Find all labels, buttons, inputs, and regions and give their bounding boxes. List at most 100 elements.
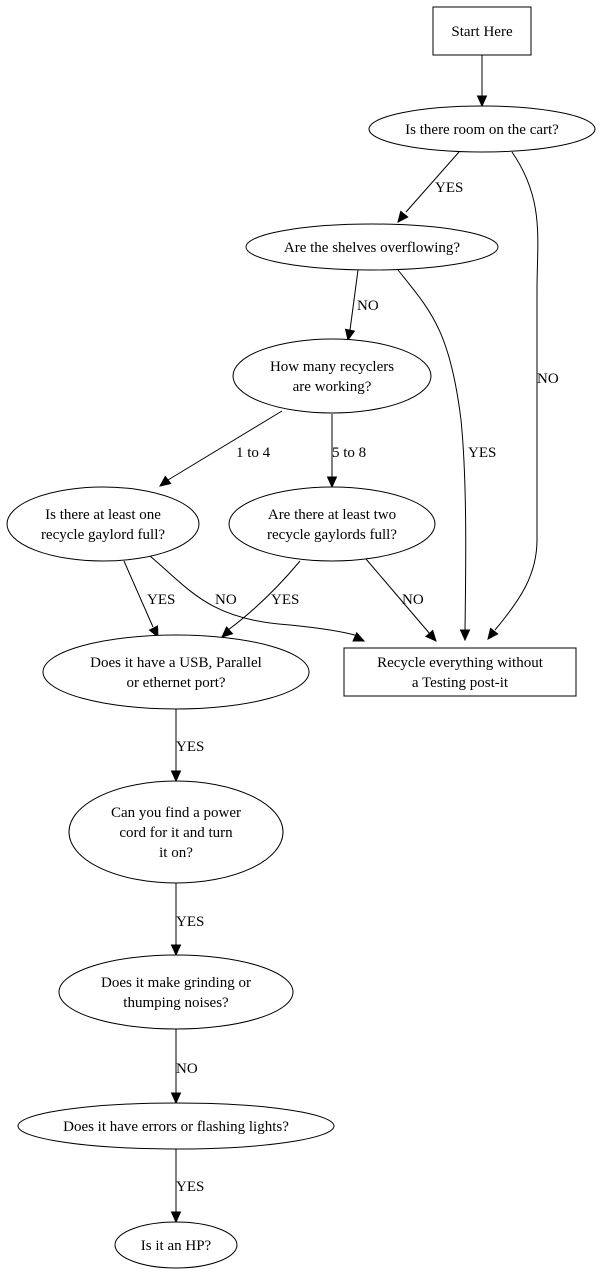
edge-line (349, 269, 359, 331)
edge-line (365, 558, 431, 635)
arrowhead-icon (476, 95, 488, 108)
ellipse-shape (232, 338, 432, 414)
ellipse-shape (6, 486, 200, 562)
edge-line (227, 560, 301, 631)
node-label: thumping noises? (123, 995, 229, 1011)
edge-label: YES (468, 445, 496, 461)
node-label: Recycle everything without (377, 655, 544, 671)
ellipse-shape (68, 780, 284, 884)
node-label: recycle gaylord full? (41, 527, 165, 543)
edge-label: YES (147, 592, 175, 608)
node-power-cord: Can you find a power cord for it and turn… (68, 780, 284, 884)
edge-label: YES (435, 180, 463, 196)
edge-label: NO (357, 298, 379, 314)
node-label: Does it have a USB, Parallel (90, 655, 262, 671)
arrowhead-icon (170, 1211, 182, 1224)
edge-label: NO (176, 1061, 198, 1077)
arrowhead-icon (159, 475, 172, 487)
ellipse-shape (42, 634, 310, 710)
edge-line (405, 151, 460, 213)
node-one-gaylord: Is there at least one recycle gaylord ful… (6, 486, 200, 562)
edge-label: NO (215, 592, 237, 608)
node-label: Start Here (451, 24, 513, 40)
edge-label: YES (176, 914, 204, 930)
arrowhead-icon (170, 1092, 182, 1105)
edge-errors-to-hp: YES (170, 1149, 204, 1224)
edge-label: NO (537, 371, 559, 387)
edge-room_cart-to-recycle_all: NO (487, 151, 559, 640)
arrowhead-icon (170, 770, 182, 783)
node-label: Is there room on the cart? (405, 122, 559, 138)
ellipse-shape (228, 486, 436, 562)
node-shelves: Are the shelves overflowing? (245, 223, 499, 271)
arrowhead-icon (425, 629, 437, 642)
node-noises: Does it make grinding or thumping noises? (58, 954, 294, 1030)
node-recyclers: How many recyclers are working? (232, 338, 432, 414)
edge-label: YES (176, 1179, 204, 1195)
edge-one_gaylord-to-ports: YES (123, 560, 175, 639)
ellipse-shape (58, 954, 294, 1030)
nodes-layer: Start Here Is there room on the cart? Are … (6, 6, 596, 1269)
arrowhead-icon (487, 627, 499, 640)
node-recycle-all: Recycle everything without a Testing post… (343, 647, 577, 697)
node-label: Can you find a power (111, 805, 241, 821)
edge-line (149, 555, 359, 637)
node-label: Does it make grinding or (101, 975, 251, 991)
edge-line (123, 560, 154, 628)
node-label: cord for it and turn (119, 825, 233, 841)
edges-layer: YES NO NO YES 1 to 4 5 to 8 YES NO YES NO YES YES NO… (123, 55, 559, 1224)
node-label: or ethernet port? (126, 675, 225, 691)
node-label: recycle gaylords full? (267, 527, 397, 543)
node-label: a Testing post-it (412, 675, 509, 691)
node-errors: Does it have errors or flashing lights? (17, 1102, 335, 1150)
edge-label: YES (176, 739, 204, 755)
arrowhead-icon (170, 944, 182, 957)
ellipse-shape (368, 105, 596, 153)
edge-label: 5 to 8 (332, 445, 366, 461)
edge-start-to-room_cart (476, 55, 488, 108)
edge-line (494, 151, 539, 631)
node-ports: Does it have a USB, Parallel or ethernet … (42, 634, 310, 710)
node-label: Are there at least two (268, 507, 396, 523)
arrowhead-icon (221, 626, 234, 638)
ellipse-shape (114, 1221, 238, 1269)
edge-line (167, 410, 283, 481)
box-shape (343, 647, 577, 697)
edge-shelves-to-recycle_all: YES (397, 269, 496, 642)
edge-ports-to-power_cord: YES (170, 709, 204, 783)
edge-recyclers-to-two_gaylords: 5 to 8 (326, 414, 366, 489)
node-hp: Is it an HP? (114, 1221, 238, 1269)
arrowhead-icon (352, 631, 366, 642)
edge-room_cart-to-shelves: YES (397, 151, 463, 223)
edge-two_gaylords-to-ports: YES (221, 560, 301, 638)
node-label: Does it have errors or flashing lights? (63, 1119, 289, 1135)
node-room-cart: Is there room on the cart? (368, 105, 596, 153)
node-label: Is there at least one (45, 507, 161, 523)
node-label: Is it an HP? (141, 1238, 212, 1254)
edge-label: 1 to 4 (236, 445, 271, 461)
arrowhead-icon (459, 629, 471, 642)
arrowhead-icon (148, 625, 159, 639)
node-label: Are the shelves overflowing? (284, 240, 461, 256)
edge-power_cord-to-noises: YES (170, 883, 204, 957)
edge-shelves-to-recyclers: NO (344, 269, 379, 342)
arrowhead-icon (326, 476, 338, 489)
ellipse-shape (245, 223, 499, 271)
node-start: Start Here (432, 6, 532, 56)
node-label: How many recyclers (270, 359, 394, 375)
node-label: are working? (293, 379, 372, 395)
arrowhead-icon (344, 328, 356, 342)
arrowhead-icon (397, 210, 409, 223)
edge-one_gaylord-to-recycle_all: NO (149, 555, 366, 642)
edge-noises-to-errors: NO (170, 1029, 198, 1105)
edge-recyclers-to-one_gaylord: 1 to 4 (159, 410, 283, 487)
box-shape (432, 6, 532, 56)
edge-line (397, 269, 467, 631)
edge-label: YES (271, 592, 299, 608)
ellipse-shape (17, 1102, 335, 1150)
edge-label: NO (402, 592, 424, 608)
node-two-gaylords: Are there at least two recycle gaylords f… (228, 486, 436, 562)
edge-two_gaylords-to-recycle_all: NO (365, 558, 437, 642)
node-label: it on? (159, 845, 193, 861)
